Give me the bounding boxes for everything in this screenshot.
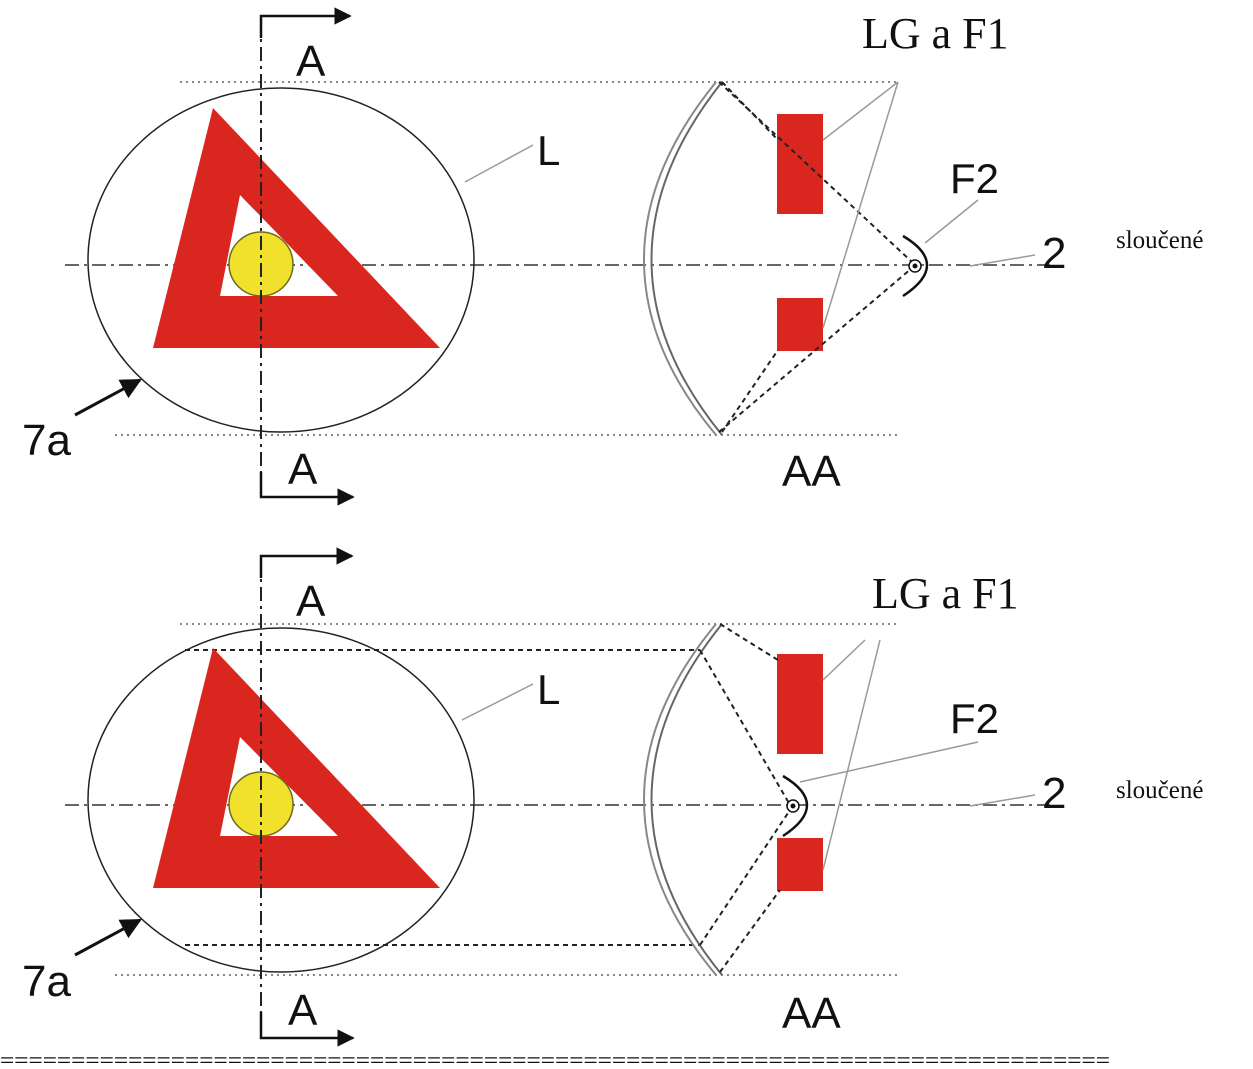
leader-F2 <box>799 741 979 783</box>
red-triangle <box>153 648 440 888</box>
leader-LG-1 <box>822 81 899 141</box>
label-A-bottom: A <box>288 445 318 494</box>
label-7a: 7a <box>22 957 71 1006</box>
section-arrow-top <box>259 547 354 578</box>
ray-2 <box>721 81 779 141</box>
arrow-7a <box>74 378 142 417</box>
label-2: 2 <box>1042 229 1066 278</box>
red-rect-lower <box>777 838 823 891</box>
section-arrow-bottom <box>259 472 355 506</box>
leader-L <box>461 683 534 721</box>
panel-2: A A L 7a AA LG a F1 F2 2 sloučené <box>22 547 1203 1047</box>
outer-ellipse <box>87 627 475 973</box>
ray-3 <box>718 267 913 433</box>
lens-profile <box>643 81 717 436</box>
label-A-top: A <box>296 577 326 626</box>
light-source-dot <box>790 803 796 809</box>
leader-L <box>464 144 534 183</box>
label-AA: AA <box>782 989 841 1038</box>
reflector-F2 <box>782 774 809 838</box>
leader-LG-2 <box>822 81 899 329</box>
panel-1: A A L 7a AA LG a F1 F2 2 sloučené <box>22 7 1203 506</box>
ray-4 <box>721 349 779 433</box>
arrow-7a <box>74 918 142 957</box>
label-A-bottom: A <box>288 986 318 1035</box>
label-L: L <box>537 666 560 713</box>
light-source-dot <box>912 263 918 269</box>
leader-LG-2 <box>822 639 881 871</box>
label-F2: F2 <box>950 695 999 742</box>
red-triangle <box>153 108 440 348</box>
footer-rule: ========================================… <box>0 1050 1110 1069</box>
leader-LG-1 <box>822 639 866 681</box>
label-merged: sloučené <box>1116 777 1203 804</box>
lens-profile-inner <box>650 623 723 976</box>
label-A-top: A <box>296 37 326 86</box>
ray-1 <box>719 623 779 661</box>
reflector-F2 <box>902 234 929 298</box>
label-F2: F2 <box>950 155 999 202</box>
ray-3 <box>699 809 791 946</box>
label-L: L <box>537 127 560 174</box>
leader-F2 <box>924 199 979 244</box>
label-merged: sloučené <box>1116 227 1203 254</box>
label-LG-F1: LG a F1 <box>862 9 1009 58</box>
ray-1 <box>718 81 913 263</box>
red-rect-upper <box>777 114 823 214</box>
ray-2 <box>699 649 791 806</box>
section-arrow-bottom <box>259 1012 355 1047</box>
label-LG-F1: LG a F1 <box>872 569 1019 618</box>
red-rect-lower <box>777 298 823 351</box>
label-AA: AA <box>782 447 841 496</box>
outer-ellipse <box>87 87 475 433</box>
leader-2 <box>969 254 1036 267</box>
leader-2 <box>969 794 1036 807</box>
lens-profile <box>643 623 717 976</box>
label-7a: 7a <box>22 416 71 465</box>
section-arrow-top <box>259 7 352 38</box>
ray-4 <box>719 889 781 973</box>
lens-profile-inner <box>650 81 723 436</box>
red-rect-upper <box>777 654 823 754</box>
label-2: 2 <box>1042 769 1066 818</box>
